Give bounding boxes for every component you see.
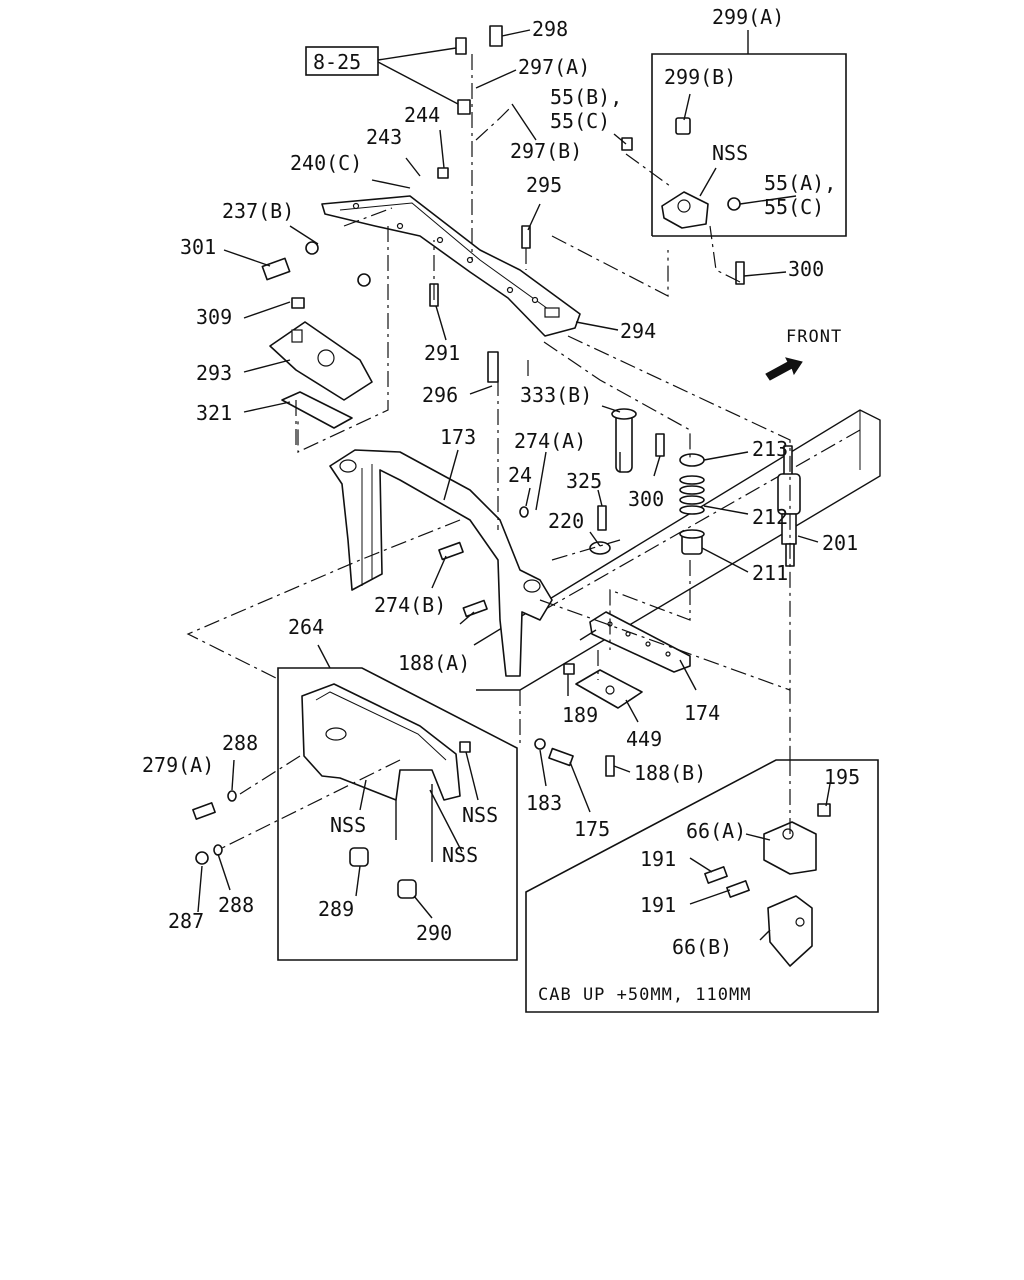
- label-220: 220: [548, 509, 584, 533]
- label-299a: 299(A): [712, 5, 784, 29]
- bracket-264: [301, 683, 461, 801]
- label-296: 296: [422, 383, 458, 407]
- label-nss-2: NSS: [330, 813, 366, 837]
- damper-333b: [611, 408, 637, 473]
- label-189: 189: [562, 703, 598, 727]
- label-274a: 274(A): [514, 429, 586, 453]
- label-174: 174: [684, 701, 720, 725]
- label-front: FRONT: [786, 327, 842, 347]
- label-289: 289: [318, 897, 354, 921]
- cab-up-note: CAB UP +50MM, 110MM: [538, 985, 751, 1005]
- plate-321: [281, 391, 353, 429]
- bracket-173: [329, 449, 553, 677]
- label-211: 211: [752, 561, 788, 585]
- label-nss-top: NSS: [712, 141, 748, 165]
- label-183: 183: [526, 791, 562, 815]
- label-66a: 66(A): [686, 819, 746, 843]
- crossmember-294: [321, 195, 581, 337]
- label-294: 294: [620, 319, 656, 343]
- label-297a: 297(A): [518, 55, 590, 79]
- label-195: 195: [824, 765, 860, 789]
- plate-449: [575, 669, 643, 709]
- label-213: 213: [752, 437, 788, 461]
- spring-212: [679, 475, 705, 515]
- label-55b: 55(B),: [550, 85, 622, 109]
- label-298: 298: [532, 17, 568, 41]
- plate-174: [589, 611, 691, 673]
- label-309: 309: [196, 305, 232, 329]
- label-279a: 279(A): [142, 753, 214, 777]
- label-301: 301: [180, 235, 216, 259]
- label-290: 290: [416, 921, 452, 945]
- label-291: 291: [424, 341, 460, 365]
- label-55c-right: 55(C): [764, 195, 824, 219]
- seat-213: [679, 453, 705, 467]
- detail-box-264: [277, 644, 518, 961]
- front-arrow-icon: [765, 357, 803, 381]
- label-244: 244: [404, 103, 440, 127]
- detail-box-cab-up: [525, 759, 879, 1013]
- label-nss-1: NSS: [462, 803, 498, 827]
- label-55c-top: 55(C): [550, 109, 610, 133]
- label-55a: 55(A),: [764, 171, 836, 195]
- label-288-top: 288: [222, 731, 258, 755]
- label-274b: 274(B): [374, 593, 446, 617]
- label-264: 264: [288, 615, 324, 639]
- label-188b: 188(B): [634, 761, 706, 785]
- hardware: [192, 25, 831, 899]
- leader-lines: [197, 29, 831, 941]
- bracket-299: [661, 117, 709, 229]
- label-300-mid: 300: [628, 487, 664, 511]
- label-212: 212: [752, 505, 788, 529]
- label-240c: 240(C): [290, 151, 362, 175]
- center-lines: [186, 54, 791, 849]
- label-300-top: 300: [788, 257, 824, 281]
- label-237b: 237(B): [222, 199, 294, 223]
- part-labels: 8-25 298 299(A) 297(A) 299(B) 55(B), 55(…: [142, 5, 860, 1005]
- label-295: 295: [526, 173, 562, 197]
- label-293: 293: [196, 361, 232, 385]
- label-287: 287: [168, 909, 204, 933]
- label-297b: 297(B): [510, 139, 582, 163]
- label-191-top: 191: [640, 847, 676, 871]
- bracket-293: [269, 321, 373, 401]
- label-191-bottom: 191: [640, 893, 676, 917]
- bracket-66b: [767, 895, 813, 967]
- label-24: 24: [508, 463, 532, 487]
- label-333b: 333(B): [520, 383, 592, 407]
- label-321: 321: [196, 401, 232, 425]
- label-288-bottom: 288: [218, 893, 254, 917]
- label-299b: 299(B): [664, 65, 736, 89]
- label-173: 173: [440, 425, 476, 449]
- label-nss-3: NSS: [442, 843, 478, 867]
- label-325: 325: [566, 469, 602, 493]
- label-66b: 66(B): [672, 935, 732, 959]
- label-188a: 188(A): [398, 651, 470, 675]
- label-449: 449: [626, 727, 662, 751]
- detail-box-299a: [651, 30, 847, 237]
- label-201: 201: [822, 531, 858, 555]
- stopper-211: [679, 529, 705, 555]
- label-243: 243: [366, 125, 402, 149]
- ref-box-label: 8-25: [313, 50, 361, 74]
- frame-rail: [473, 409, 881, 691]
- bracket-66a: [763, 821, 817, 875]
- label-175: 175: [574, 817, 610, 841]
